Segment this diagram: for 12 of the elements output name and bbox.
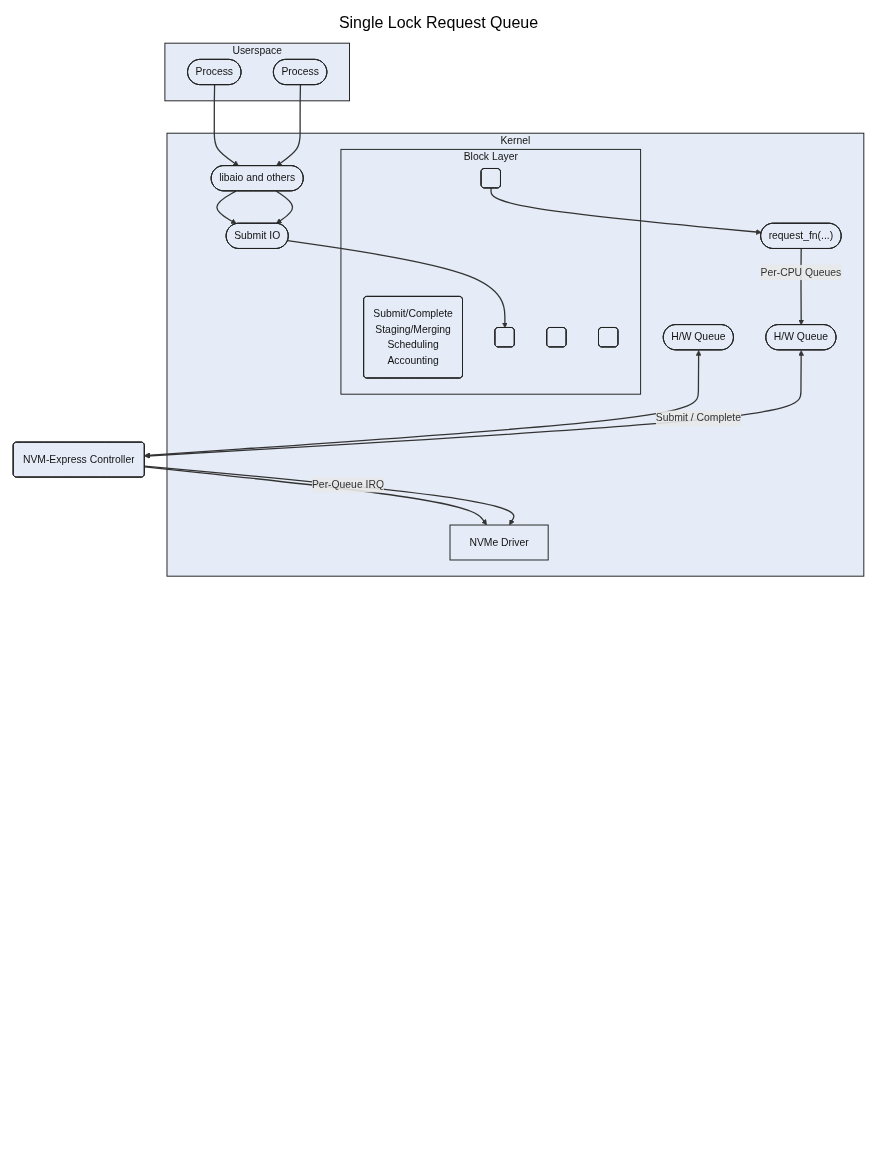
arrow (287, 240, 508, 329)
arrow (213, 84, 239, 167)
note-text: Single Lock Request Queue (338, 14, 539, 32)
arrow (276, 84, 302, 167)
arrow (275, 190, 294, 224)
edge-label: Submit / Complete (655, 412, 741, 424)
arrow (144, 350, 702, 459)
arrow (490, 187, 762, 235)
edge-label: Per-Queue IRQ (311, 479, 384, 491)
arrow (216, 190, 237, 225)
edge-label: Per-CPU Queues (760, 266, 842, 278)
node-box: NVMe Driver (449, 524, 549, 561)
